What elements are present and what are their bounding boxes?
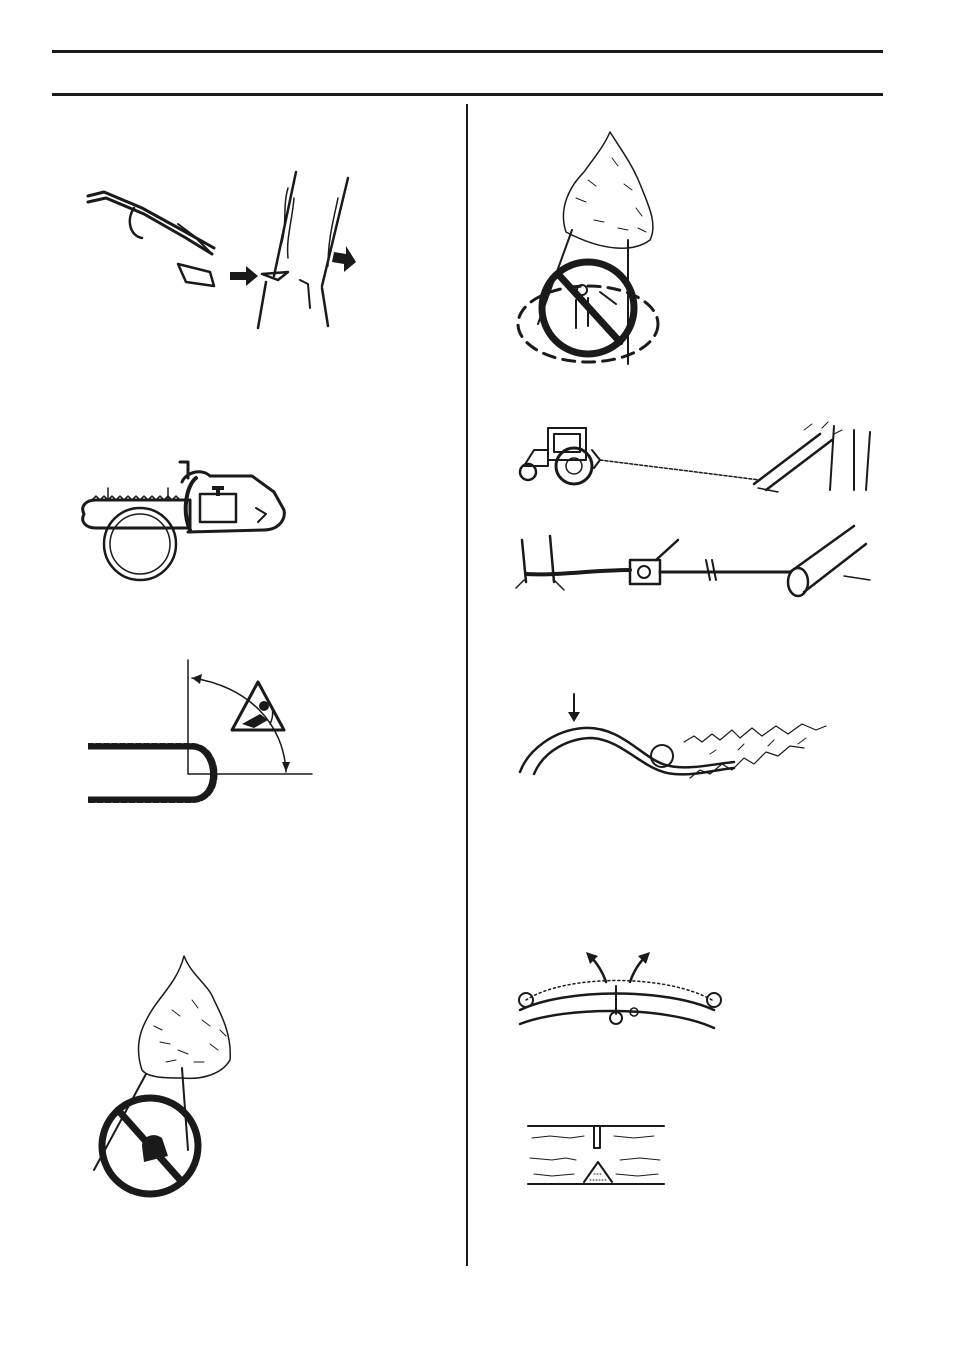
figure-felling-lever-and-wedge — [82, 168, 372, 338]
tree-icon — [538, 132, 653, 364]
figure-tractor-winch-pull — [514, 420, 879, 500]
hung-tree-icon — [754, 422, 870, 492]
figure-no-cutting-under-hung-tree — [82, 950, 302, 1210]
cut-tree-icon — [258, 172, 348, 328]
hand-winch-icon — [630, 540, 678, 584]
figure-hand-winch-pull — [514, 520, 879, 600]
header-rule-top — [52, 50, 883, 53]
bent-trunk-icon — [520, 728, 734, 774]
column-divider — [466, 104, 468, 1266]
log-section-icon — [528, 1126, 664, 1184]
fallen-tree-icon — [684, 724, 826, 778]
prohibition-sign-icon — [102, 1098, 198, 1194]
chainsaw-icon — [610, 986, 638, 1024]
stump-icon — [516, 536, 564, 590]
figure-saw-chain-over-log — [78, 452, 298, 582]
trunk-icon — [788, 526, 870, 596]
kickback-warning-triangle-icon — [232, 682, 284, 730]
figure-no-working-in-risk-zone — [514, 128, 664, 373]
release-arrow-icon — [586, 952, 650, 982]
figure-tension-cut-detail — [524, 1118, 674, 1190]
tractor-icon — [520, 428, 600, 484]
breaking-bar-icon — [88, 192, 214, 254]
winch-cable-icon — [600, 460, 760, 480]
bent-log-icon — [519, 981, 721, 1029]
winch-cable-icon — [526, 560, 790, 580]
guide-bar-icon — [88, 746, 215, 800]
figure-kickback-zone — [88, 658, 318, 818]
figure-bent-trunk-tension — [514, 690, 844, 790]
fall-direction-arrow-icon — [332, 246, 356, 272]
prohibition-sign-icon — [542, 262, 634, 354]
push-arrow-icon — [230, 266, 258, 286]
figure-release-tension-cut — [516, 948, 726, 1038]
hung-up-tree-icon — [94, 956, 230, 1170]
felling-wedge-icon — [178, 264, 214, 286]
header-rule-bottom — [52, 93, 883, 96]
notch-icon — [584, 1126, 612, 1182]
down-arrow-icon — [568, 694, 580, 722]
log-end-icon — [104, 508, 176, 580]
